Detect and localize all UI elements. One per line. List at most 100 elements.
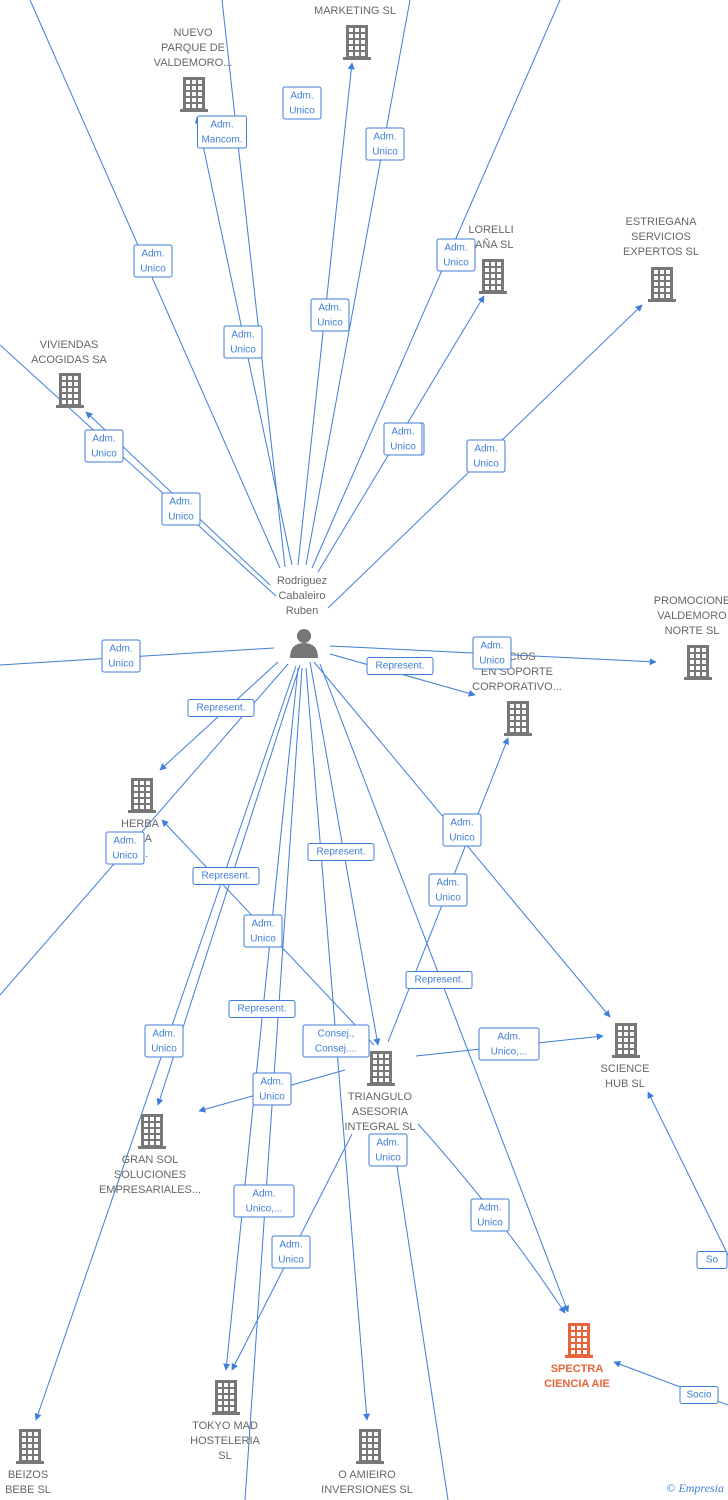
edge-label[interactable]: Represent. <box>405 971 473 989</box>
edge-label[interactable]: Adm.Unico <box>365 127 405 161</box>
edge-label[interactable]: So <box>696 1251 728 1269</box>
edge-label[interactable]: Adm.Unico <box>466 439 506 473</box>
node-label[interactable]: BEBE SL <box>5 1484 51 1496</box>
node-label[interactable]: PARQUE DE <box>161 42 225 54</box>
edge-label[interactable]: Adm.Unico <box>84 429 124 463</box>
edge-label[interactable]: Adm.Unico <box>144 1024 184 1058</box>
node-label[interactable]: VALDEMORO <box>657 610 727 622</box>
node-label[interactable]: TOKYO MAD <box>192 1420 258 1432</box>
building-icon[interactable] <box>128 778 156 813</box>
edge-label[interactable]: Adm.Unico <box>101 639 141 673</box>
node-label[interactable]: O AMIEIRO <box>338 1469 396 1481</box>
edge-label[interactable]: Represent. <box>307 843 375 861</box>
node-label[interactable]: TRIANGULO <box>348 1091 413 1103</box>
node-tokyo[interactable]: TOKYO MAD HOSTELERIA SL <box>190 1380 261 1462</box>
edge-label[interactable]: Adm.Unico,... <box>233 1184 295 1218</box>
edge-label[interactable]: Adm.Unico <box>161 492 201 526</box>
node-label[interactable]: Rodriguez <box>277 575 327 587</box>
edge-label[interactable]: Adm.Unico <box>442 813 482 847</box>
node-promociones[interactable]: PROMOCIONE VALDEMORO NORTE SL <box>654 595 728 680</box>
node-label[interactable]: BEIZOS <box>8 1469 48 1481</box>
building-icon[interactable] <box>684 645 712 680</box>
node-amieiro[interactable]: O AMIEIRO INVERSIONES SL <box>321 1429 413 1496</box>
node-label[interactable]: SL <box>218 1450 231 1462</box>
node-label[interactable]: SERVICIOS <box>631 231 691 243</box>
building-icon[interactable] <box>180 77 208 112</box>
building-icon[interactable] <box>356 1429 384 1464</box>
node-label[interactable]: NORTE SL <box>665 625 720 637</box>
node-triangulo[interactable]: TRIANGULO ASESORIA INTEGRAL SL <box>344 1051 416 1133</box>
node-label[interactable]: MARKETING SL <box>314 5 396 17</box>
edge-label[interactable]: Adm.Unico <box>470 1198 510 1232</box>
edge-label[interactable]: Adm.Unico <box>223 325 263 359</box>
node-label[interactable]: EXPERTOS SL <box>623 246 699 258</box>
building-icon[interactable] <box>612 1023 640 1058</box>
brand-logo[interactable]: Empresia <box>678 1481 724 1495</box>
edge-label[interactable]: Adm.Unico <box>282 86 322 120</box>
node-label[interactable]: EMPRESARIALES... <box>99 1184 201 1196</box>
node-label[interactable]: VIVIENDAS <box>40 339 99 351</box>
node-label[interactable]: GRAN SOL <box>122 1154 179 1166</box>
node-label[interactable]: LORELLI <box>468 224 513 236</box>
node-label[interactable]: Ruben <box>286 605 318 617</box>
node-label[interactable]: ASESORIA <box>352 1106 409 1118</box>
node-label[interactable]: Cabaleiro <box>278 590 325 602</box>
edge-label[interactable]: Adm.Unico <box>133 244 173 278</box>
edge-label[interactable]: Adm.Mancom. <box>197 115 247 149</box>
person-icon[interactable] <box>290 629 318 658</box>
focus-building-icon[interactable] <box>565 1323 593 1358</box>
node-label[interactable]: CIENCIA AIE <box>544 1378 610 1390</box>
edge-label[interactable]: Represent. <box>192 867 260 885</box>
node-beizos[interactable]: BEIZOS BEBE SL <box>5 1429 51 1496</box>
node-label[interactable]: HOSTELERIA <box>190 1435 260 1447</box>
edge-label[interactable]: Adm.Unico <box>243 914 283 948</box>
node-label[interactable]: PROMOCIONE <box>654 595 728 607</box>
node-gransol[interactable]: GRAN SOL SOLUCIONES EMPRESARIALES... <box>99 1114 201 1196</box>
edge-label[interactable]: Adm.Unico <box>105 831 145 865</box>
node-label[interactable]: SCIENCE <box>601 1063 650 1075</box>
node-marketing[interactable]: MARKETING SL <box>314 5 396 60</box>
edge-label[interactable]: Consej.,Consej.... <box>302 1024 370 1058</box>
edge-label[interactable]: Adm.Unico,... <box>478 1027 540 1061</box>
node-label[interactable]: NUEVO <box>173 27 213 39</box>
edge-label[interactable]: Represent. <box>366 657 434 675</box>
edge-label[interactable]: Adm.Unico <box>252 1072 292 1106</box>
building-icon[interactable] <box>138 1114 166 1149</box>
building-icon[interactable] <box>16 1429 44 1464</box>
building-icon[interactable] <box>212 1380 240 1415</box>
node-science[interactable]: SCIENCE HUB SL <box>601 1023 650 1090</box>
node-label[interactable]: ACOGIDAS SA <box>31 354 107 366</box>
node-label[interactable]: HUB SL <box>605 1078 645 1090</box>
node-label[interactable]: SOLUCIONES <box>114 1169 186 1181</box>
node-label[interactable]: PAÑA SL <box>468 238 513 251</box>
node-viviendas[interactable]: VIVIENDAS ACOGIDAS SA <box>31 339 108 408</box>
edge-label[interactable]: Adm.Unico <box>383 422 423 456</box>
node-spectra[interactable]: SPECTRA CIENCIA AIE <box>544 1323 610 1390</box>
node-label[interactable]: CORPORATIVO... <box>472 681 562 693</box>
node-label[interactable]: SPECTRA <box>551 1363 604 1375</box>
node-label[interactable]: VALDEMORO... <box>154 57 233 69</box>
node-label[interactable]: INTEGRAL SL <box>344 1121 415 1133</box>
node-estriegana[interactable]: ESTRIEGANA SERVICIOS EXPERTOS SL <box>623 216 699 302</box>
building-icon[interactable] <box>56 373 84 408</box>
node-label[interactable]: HERBA <box>121 818 160 830</box>
edge-label[interactable]: Adm.Unico <box>428 873 468 907</box>
node-label[interactable]: ESTRIEGANA <box>626 216 698 228</box>
edge-label[interactable]: Represent. <box>187 699 255 717</box>
edge-label[interactable]: Adm.Unico <box>271 1235 311 1269</box>
edge-label[interactable]: Adm.Unico <box>368 1133 408 1167</box>
node-nuevo[interactable]: NUEVO PARQUE DE VALDEMORO... <box>154 27 233 112</box>
edge-label[interactable]: Socio <box>679 1386 719 1404</box>
building-icon[interactable] <box>479 259 507 294</box>
node-label[interactable]: INVERSIONES SL <box>321 1484 413 1496</box>
building-icon[interactable] <box>504 701 532 736</box>
edge-label[interactable]: Adm.Unico <box>310 298 350 332</box>
edge-label[interactable]: Adm.Unico <box>472 636 512 670</box>
building-icon[interactable] <box>648 267 676 302</box>
building-icon[interactable] <box>343 25 371 60</box>
edge-label[interactable]: Adm.Unico <box>436 238 476 272</box>
node-lorelli[interactable]: LORELLI PAÑA SL <box>468 224 514 294</box>
edge-label[interactable]: Represent. <box>228 1000 296 1018</box>
building-icon[interactable] <box>367 1051 395 1086</box>
